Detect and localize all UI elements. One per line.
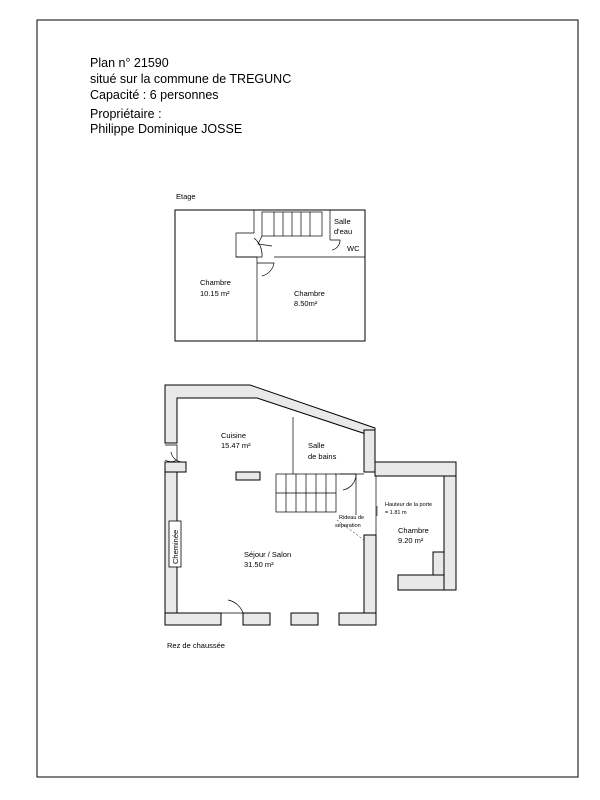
door-kitchen-west [164, 444, 178, 462]
salle-bains-line2: de bains [308, 452, 337, 461]
wall-annex-south [397, 574, 445, 591]
upper-chambre-b-area: 8.50m² [294, 299, 318, 308]
plan-location: situé sur la commune de TREGUNC [90, 72, 291, 86]
upper-chambre-b-name: Chambre [294, 289, 325, 298]
upper-stair [257, 211, 323, 247]
plan-number: Plan n° 21590 [90, 56, 169, 70]
wall-bath-east [363, 429, 376, 473]
wall-west-top-stub [164, 461, 187, 473]
upper-partition-landing [235, 210, 258, 341]
wall-annex-east [443, 475, 457, 591]
upper-door-chambre-a [236, 237, 263, 258]
door-sejour-south [221, 599, 244, 614]
upper-salle-eau-line2: d'eau [334, 227, 352, 236]
door-bath [340, 473, 357, 491]
wall-north [164, 384, 376, 444]
upper-floor-outline [174, 209, 366, 342]
wall-east-main [363, 534, 377, 626]
door-kitchen-passage [170, 451, 184, 463]
wall-south-3 [290, 612, 319, 626]
upper-chambre-a-name: Chambre [200, 278, 231, 287]
upper-wc-label: WC [347, 244, 360, 253]
wall-south-4 [338, 612, 377, 626]
upper-floor-plan: Etage Salle d'eau WC Chambre 10.15 m² Ch… [174, 192, 366, 342]
wall-south-1 [164, 612, 222, 626]
wall-kitchen-stub [235, 471, 261, 481]
chambre-area: 9.20 m² [398, 536, 424, 545]
hauteur-porte-line2: = 1.81 m [385, 510, 407, 516]
upper-floor-title: Etage [176, 192, 196, 201]
wall-south-2 [242, 612, 271, 626]
wall-annex-stub [432, 551, 445, 576]
cheminee: Cheminée [168, 520, 182, 568]
rideau-line1: Rideau de [339, 515, 364, 521]
ground-stair [275, 473, 337, 513]
upper-chambre-a-area: 10.15 m² [200, 289, 230, 298]
salle-bains-line1: Salle [308, 441, 325, 450]
sheet-border [36, 19, 579, 778]
chambre-name: Chambre [398, 526, 429, 535]
hauteur-porte-line1: Hauteur de la porte [385, 502, 432, 508]
ground-floor-title: Rez de chaussée [167, 641, 225, 650]
wall-annex-north [374, 461, 457, 477]
sejour-area: 31.50 m² [244, 560, 274, 569]
rideau-line2: séparation [335, 523, 361, 529]
stone-walls [164, 384, 457, 626]
sejour-name: Séjour / Salon [244, 550, 291, 559]
rideau-line [336, 519, 365, 541]
cuisine-area: 15.47 m² [221, 441, 251, 450]
upper-door-chambre-b [257, 262, 275, 277]
cuisine-name: Cuisine [221, 431, 246, 440]
owner-label: Propriétaire : [90, 107, 162, 121]
ground-floor-plan: Cheminée Cuisine 15.47 m² Salle de bains… [164, 384, 457, 650]
upper-salle-eau-line1: Salle [334, 217, 351, 226]
plan-capacity: Capacité : 6 personnes [90, 88, 219, 102]
upper-door-wc [330, 239, 341, 251]
cheminee-label: Cheminée [171, 530, 180, 564]
owner-name: Philippe Dominique JOSSE [90, 122, 242, 136]
plan-header: Plan n° 21590 situé sur la commune de TR… [90, 56, 291, 136]
